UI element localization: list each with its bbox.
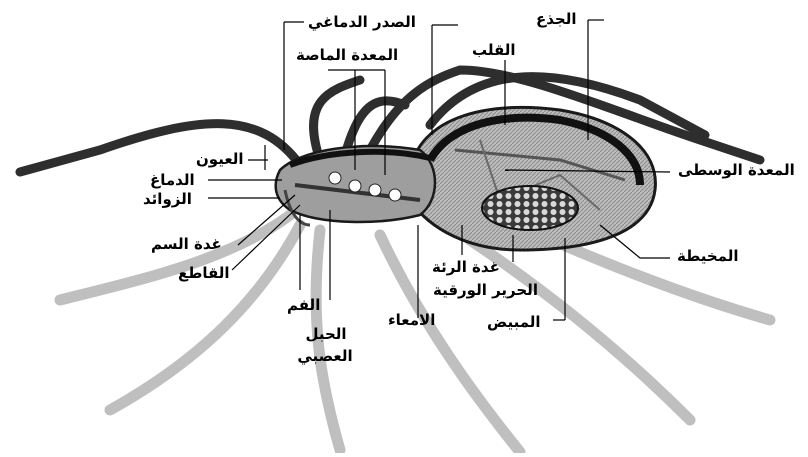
label-brain: الدماغ xyxy=(150,172,195,189)
abdomen xyxy=(410,108,655,251)
label-chelicera: القاطع xyxy=(178,265,230,282)
label-eyes: العيون xyxy=(196,151,244,168)
label-mouth: الفم xyxy=(287,297,320,314)
label-venom-gland: غدة السم xyxy=(151,236,222,253)
label-heart: القلب xyxy=(472,42,516,59)
label-intestines: الامعاء xyxy=(388,312,435,329)
label-trunk: الجذع xyxy=(536,11,577,28)
label-book-lung-line1: غدة الرئة xyxy=(432,259,500,276)
label-sucking-stomach: المعدة الماصة xyxy=(296,47,398,64)
label-ovary: المبيض xyxy=(487,314,541,331)
label-appendages: الزوائد xyxy=(143,191,192,208)
label-nerve-cord-line2: العصبي xyxy=(290,348,360,365)
label-nerve-cord-line1: الحبل xyxy=(296,326,356,343)
label-book-lung-line2: الحرير الورقية xyxy=(433,282,538,299)
label-spinneret: المخيطة xyxy=(677,248,738,265)
label-cephalothorax: الصدر الدماغي xyxy=(308,14,416,31)
label-midgut: المعدة الوسطى xyxy=(678,162,795,179)
